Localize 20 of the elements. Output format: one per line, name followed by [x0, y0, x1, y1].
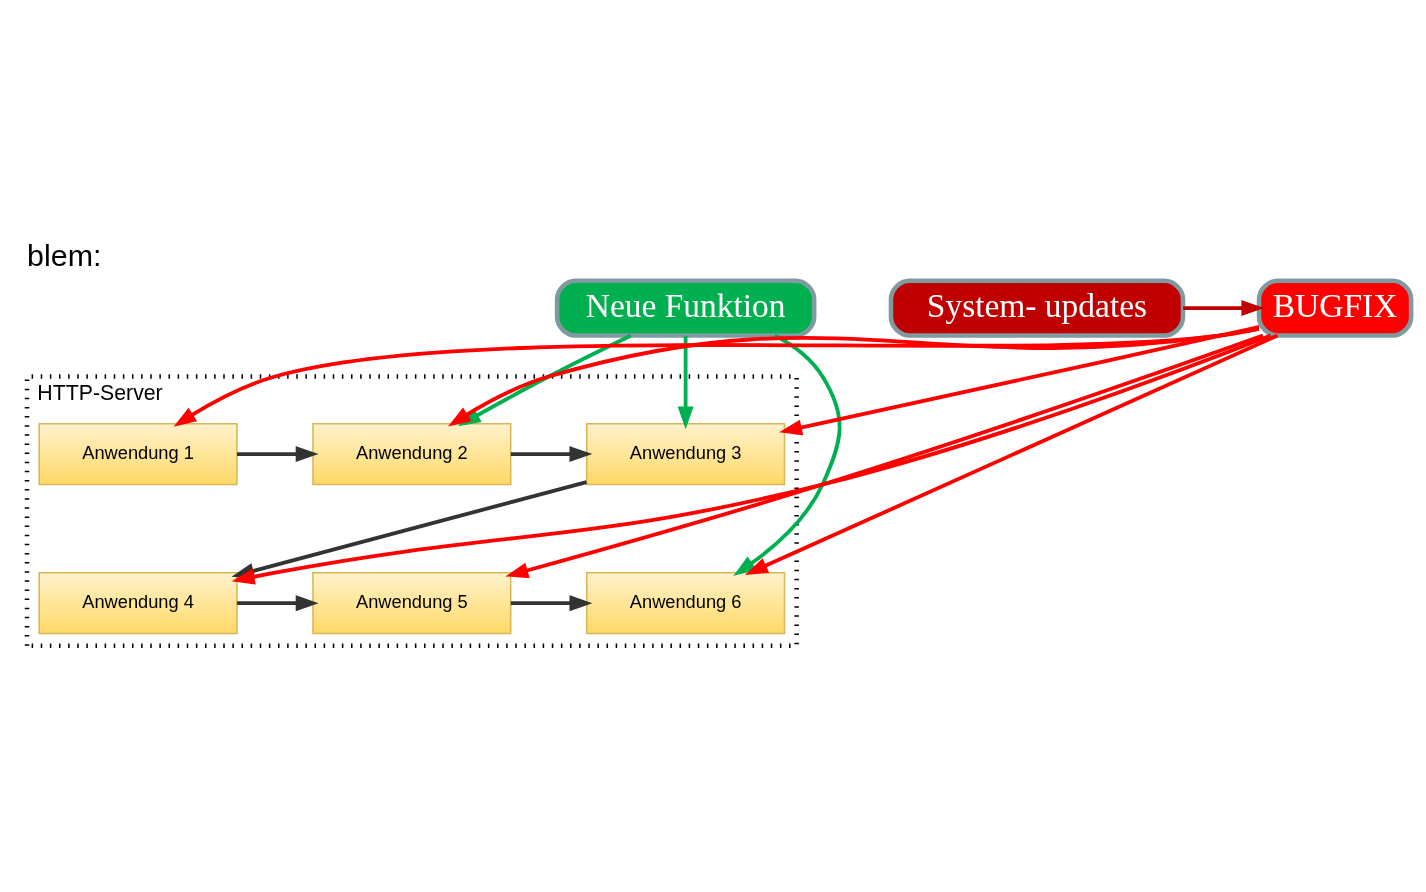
arrow [677, 335, 694, 429]
node-box: System- updates [888, 277, 1186, 338]
node-box: Anwendung 1 [38, 422, 238, 485]
arrow [745, 333, 1279, 575]
node-box: Anwendung 5 [312, 571, 512, 634]
arrow [779, 324, 1260, 435]
arrow [733, 333, 842, 576]
arrow [237, 594, 319, 611]
arrow [510, 594, 593, 611]
arrow [237, 445, 319, 462]
arrow [1183, 299, 1265, 316]
node-box: Anwendung 6 [586, 571, 786, 634]
arrow [510, 445, 593, 462]
node-box: Anwendung 2 [312, 422, 512, 485]
node-box: Neue Funktion [554, 277, 817, 338]
node-box: Anwendung 4 [38, 571, 238, 634]
diagram-title: blem: [27, 237, 102, 271]
node-box: BUGFIX [1256, 277, 1414, 338]
node-box: Anwendung 3 [586, 422, 786, 485]
arrow [505, 333, 1264, 578]
